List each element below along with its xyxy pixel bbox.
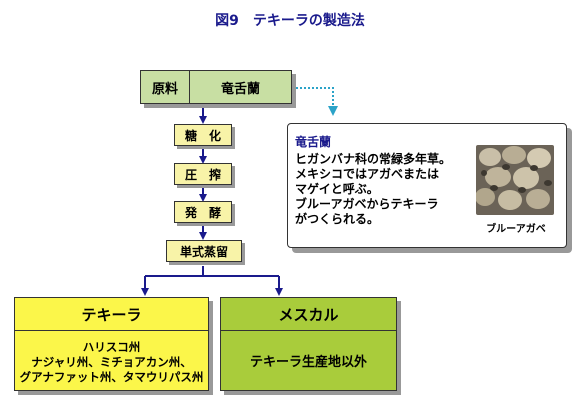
agave-note-box: 竜舌蘭 ヒガンバナ科の常緑多年草。 メキシコではアガベまたは マゲイと呼ぶ。 ブ… xyxy=(287,123,567,248)
dotted-callout-arrow xyxy=(296,87,338,116)
tequila-region-line: グアナファット州、タマウリパス州 xyxy=(19,369,204,384)
mezcal-regions: テキーラ生産地以外 xyxy=(221,330,396,393)
step-saccharification: 糖 化 xyxy=(174,124,232,146)
note-line: がつくられる。 xyxy=(295,212,380,226)
note-line: ヒガンバナ科の常緑多年草。 xyxy=(295,152,452,166)
diagram-title: 図9 テキーラの製造法 xyxy=(215,13,365,29)
step-fermentation: 発 酵 xyxy=(174,201,232,223)
raw-material-value: 竜舌蘭 xyxy=(220,81,260,97)
mezcal-heading: メスカル xyxy=(278,305,339,324)
blue-agave-photo xyxy=(476,145,554,215)
note-line: メキシコではアガベまたは xyxy=(295,167,440,181)
note-title: 竜舌蘭 xyxy=(295,135,332,149)
raw-material-label: 原料 xyxy=(141,71,190,103)
tequila-region-line: ハリスコ州 xyxy=(82,339,141,354)
photo-caption: ブルーアガベ xyxy=(486,224,546,235)
tequila-regions: ハリスコ州 ナジャリ州、ミチョアカン州、 グアナファット州、タマウリパス州 xyxy=(15,330,208,393)
note-line: ブルーアガベからテキーラ xyxy=(295,197,439,211)
tequila-region-line: ナジャリ州、ミチョアカン州、 xyxy=(31,354,192,369)
step-pot-distillation: 単式蒸留 xyxy=(166,240,242,262)
step-pressing: 圧 搾 xyxy=(174,163,232,185)
raw-material-box: 原料 竜舌蘭 xyxy=(140,70,292,104)
tequila-box: テキーラ ハリスコ州 ナジャリ州、ミチョアカン州、 グアナファット州、タマウリパ… xyxy=(14,297,209,391)
mezcal-region-line: テキーラ生産地以外 xyxy=(249,354,367,370)
note-line: マゲイと呼ぶ。 xyxy=(295,182,379,196)
tequila-heading: テキーラ xyxy=(81,305,142,324)
mezcal-box: メスカル テキーラ生産地以外 xyxy=(220,297,397,391)
